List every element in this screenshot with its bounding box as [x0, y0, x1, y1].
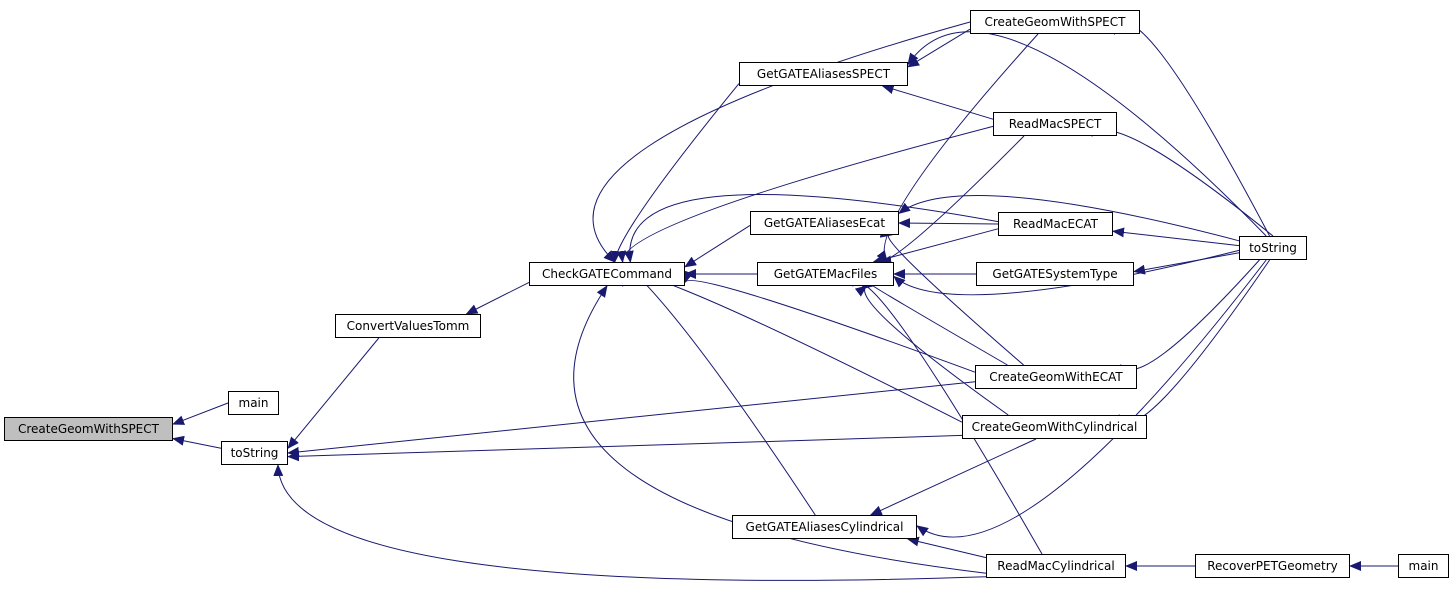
edge-rmspect-to-alspect [881, 84, 994, 120]
edge-alecat-to-chk [684, 224, 751, 268]
edge-cgcyl-to-macfiles [854, 285, 1009, 416]
edge-rmcyl-to-chk [573, 285, 987, 574]
node-read-mac-ecat[interactable]: ReadMacECAT [998, 212, 1113, 236]
edge-main1-to-root [172, 402, 229, 425]
edge-tostr2-to-alcyl [916, 259, 1267, 538]
edge-cgecat-to-tostr1 [287, 381, 976, 457]
node-main[interactable]: main [228, 391, 279, 415]
edge-alcyl-to-chk [621, 261, 816, 516]
node-create-geom-with-spect-root: CreateGeomWithSPECT [4, 417, 173, 441]
edge-rmcyl-to-alcyl [906, 536, 987, 559]
edge-cgspect-to-alspect [907, 28, 971, 68]
edge-tostr2-to-alspect [907, 31, 1267, 237]
edge-tostr2-to-rmecat [1112, 227, 1240, 247]
edge-rmcyl-to-tostr1 [273, 464, 987, 581]
edge-cgcyl-to-chk [611, 270, 963, 423]
node-get-gate-mac-files[interactable]: GetGATEMacFiles [757, 262, 894, 286]
node-create-geom-with-ecat[interactable]: CreateGeomWithECAT [975, 365, 1137, 389]
node-create-geom-with-cylindrical[interactable]: CreateGeomWithCylindrical [962, 415, 1147, 439]
edge-cgecat-to-alecat [879, 227, 1024, 366]
edge-tostr2-to-rmspect [1091, 124, 1274, 237]
edge-tostr1-to-root [172, 435, 222, 449]
edge-rmspect-to-macfiles [879, 135, 1025, 266]
edge-cgspect-to-chk [592, 21, 971, 263]
node-get-gate-aliases-spect[interactable]: GetGATEAliasesSPECT [739, 62, 908, 86]
edge-tostr2-to-systype [1133, 252, 1240, 275]
node-check-gate-command[interactable]: CheckGATECommand [529, 262, 685, 286]
edge-cgspect-to-macfiles [876, 33, 1039, 263]
node-to-string-right[interactable]: toString [1239, 236, 1307, 260]
edge-cgcyl-to-alcyl [869, 438, 1037, 516]
edge-tostr2-to-alecat [898, 195, 1240, 242]
node-read-mac-spect[interactable]: ReadMacSPECT [993, 112, 1117, 136]
edge-rmecat-to-alecat [898, 218, 999, 229]
node-convert-values-tomm[interactable]: ConvertValuesTomm [335, 314, 481, 338]
edge-cgecat-to-macfiles [861, 279, 1008, 366]
node-create-geom-with-spect[interactable]: CreateGeomWithSPECT [970, 10, 1140, 34]
edge-cvt-to-tostr1 [287, 337, 380, 449]
edge-chk-to-cvt [465, 281, 530, 315]
edge-cgecat-to-chk [683, 270, 976, 373]
node-recover-pet-geometry[interactable]: RecoverPETGeometry [1195, 554, 1350, 578]
node-get-gate-aliases-ecat[interactable]: GetGATEAliasesEcat [750, 211, 899, 235]
edge-tostr2-to-cgecat [1120, 259, 1260, 377]
node-get-gate-aliases-cylindrical[interactable]: GetGATEAliasesCylindrical [732, 515, 917, 539]
edge-tostr2-to-cgspect [1112, 22, 1271, 237]
node-get-gate-system-type[interactable]: GetGATESystemType [976, 262, 1134, 286]
edge-cgcyl-to-tostr1 [287, 434, 963, 462]
edge-tostr2-to-macfiles [893, 249, 1240, 296]
node-read-mac-cylindrical[interactable]: ReadMacCylindrical [986, 554, 1126, 578]
node-to-string[interactable]: toString [221, 441, 288, 465]
node-main-right[interactable]: main [1398, 554, 1449, 578]
edge-rmecat-to-macfiles [872, 228, 999, 264]
edge-rmspect-to-chk [616, 125, 994, 263]
